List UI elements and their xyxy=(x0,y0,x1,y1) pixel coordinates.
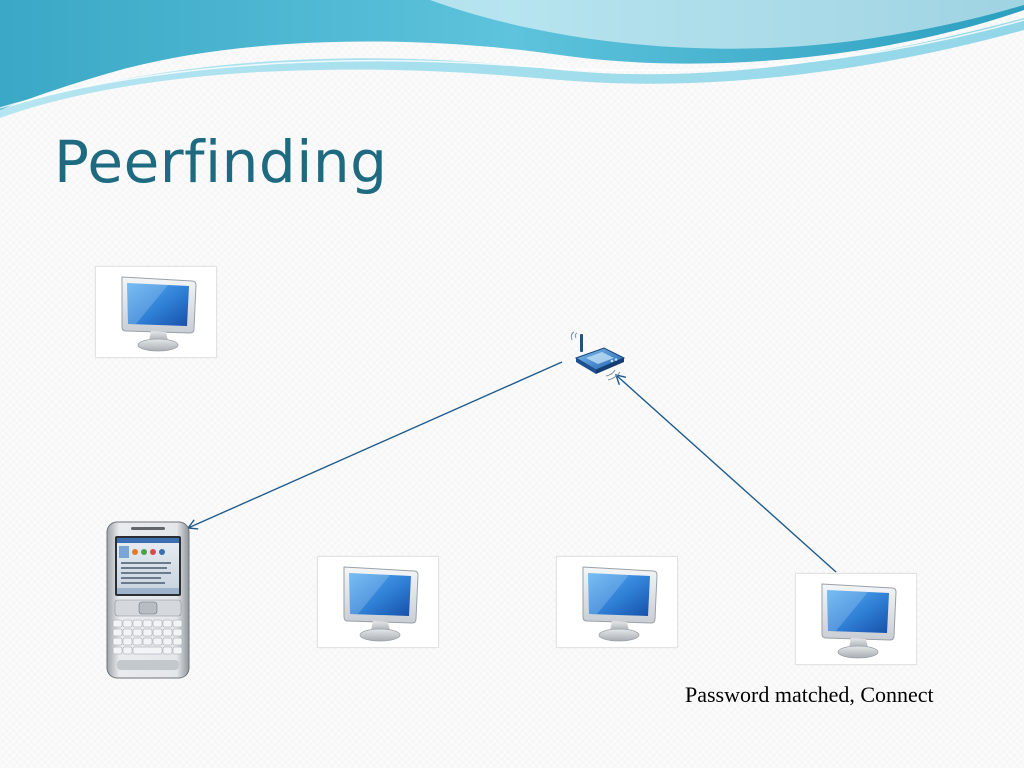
status-caption: Password matched, Connect xyxy=(685,682,934,707)
computer-bottom-3 xyxy=(795,573,917,665)
wireless-router-icon xyxy=(570,331,626,381)
monitor-icon xyxy=(318,557,438,647)
monitor-icon xyxy=(557,557,677,647)
monitor-icon xyxy=(96,267,216,357)
computer-bottom-2 xyxy=(556,556,678,648)
computer-bottom-1 xyxy=(317,556,439,648)
header-wave-decoration xyxy=(0,0,1024,118)
arrow-computer-to-router xyxy=(614,374,837,573)
arrow-router-to-phone xyxy=(186,361,563,530)
monitor-icon xyxy=(796,574,916,664)
mobile-phone-icon xyxy=(106,521,190,679)
computer-top-left xyxy=(95,266,217,358)
slide-title: Peerfinding xyxy=(54,128,388,196)
